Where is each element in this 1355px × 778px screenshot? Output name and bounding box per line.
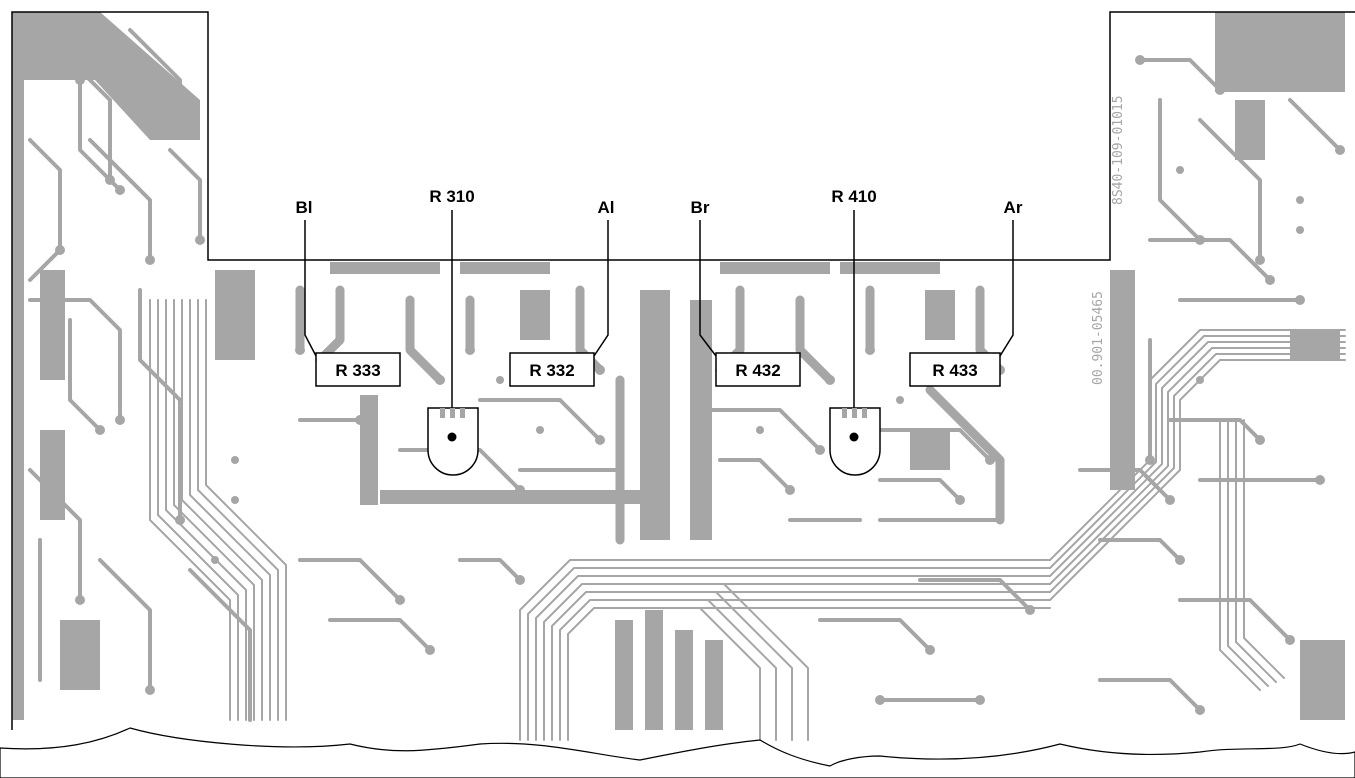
resistor-label-r433: R 433 <box>932 361 977 380</box>
trimmer-r310-wiper-dot <box>447 432 457 442</box>
label-al: Al <box>598 198 615 217</box>
trimmer-r310 <box>427 407 479 476</box>
edge-labels: Bl R 310 Al Br R 410 Ar <box>296 187 1023 217</box>
resistor-label-r332: R 332 <box>529 361 574 380</box>
torn-bottom-edge <box>0 727 1355 778</box>
silkscreen-text-top: 8S40-109-01015 <box>1111 95 1126 205</box>
board-outline <box>0 11 1355 778</box>
label-bl: Bl <box>296 198 313 217</box>
leader-br <box>699 220 717 357</box>
silkscreen: 8S40-109-01015 00.901-05465 <box>1091 95 1126 385</box>
resistor-boxes: R 333 R 332 R 432 R 433 <box>315 352 1001 387</box>
resistor-label-r333: R 333 <box>335 361 380 380</box>
resistor-box-r333: R 333 <box>315 352 401 387</box>
right-pads <box>1135 55 1345 715</box>
center-copper-region <box>215 262 1051 741</box>
label-br: Br <box>691 198 710 217</box>
pcb-copper-layer <box>12 12 1346 741</box>
resistor-label-r432: R 432 <box>735 361 780 380</box>
leader-bl <box>304 220 317 357</box>
trimmer-potentiometers <box>427 407 881 476</box>
label-ar: Ar <box>1004 198 1023 217</box>
resistor-box-r332: R 332 <box>509 352 595 387</box>
leader-lines <box>304 210 1014 437</box>
left-copper-region <box>12 12 287 722</box>
silkscreen-text-mid: 00.901-05465 <box>1091 291 1106 385</box>
resistor-box-r432: R 432 <box>715 352 801 387</box>
label-r310: R 310 <box>429 187 474 206</box>
trimmer-r410 <box>829 407 881 476</box>
left-pads <box>25 25 239 695</box>
resistor-box-r433: R 433 <box>909 352 1001 387</box>
leader-ar <box>999 220 1014 357</box>
label-r410: R 410 <box>831 187 876 206</box>
trimmer-r410-wiper-dot <box>849 432 859 442</box>
right-copper-region <box>1049 12 1346 720</box>
leader-al <box>593 220 609 357</box>
